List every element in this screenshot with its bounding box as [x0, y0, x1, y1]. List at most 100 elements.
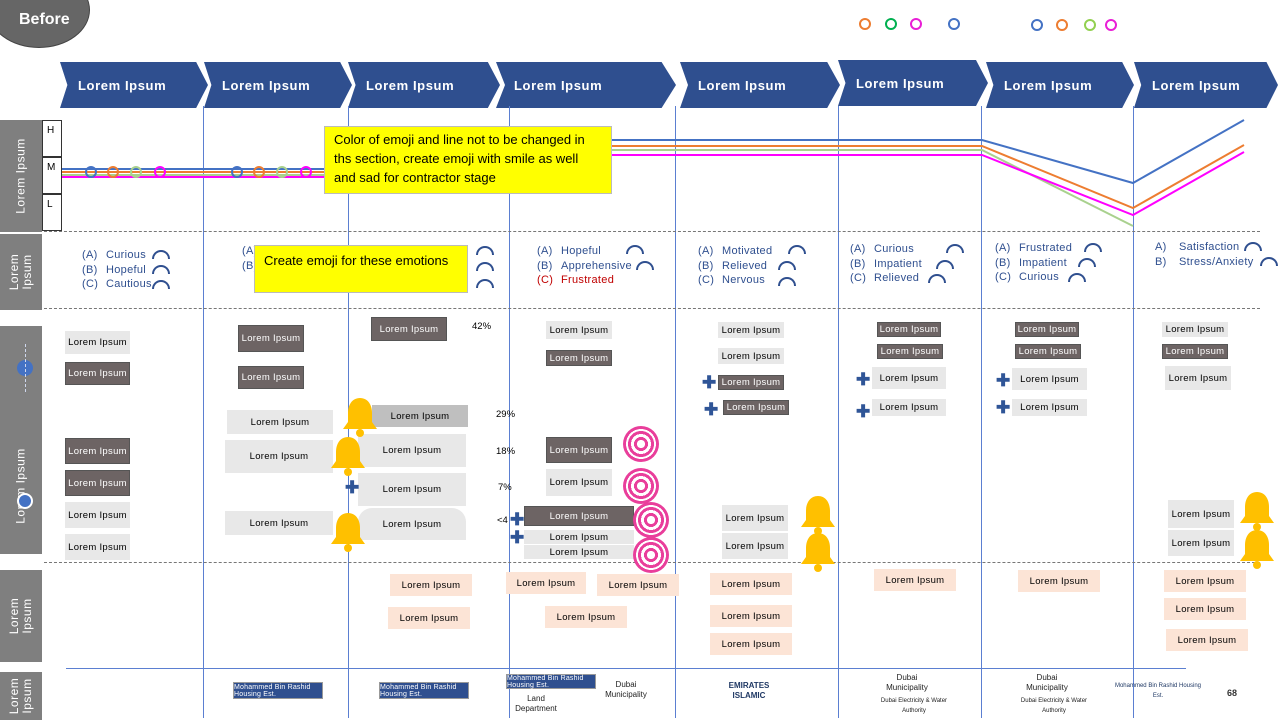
- add-icon: ✚: [345, 478, 360, 497]
- opportunity-box: Lorem Ipsum: [710, 605, 792, 627]
- touchpoint-box: Lorem Ipsum: [877, 322, 941, 337]
- gauge-icon: [928, 274, 946, 283]
- before-badge: Before: [0, 0, 90, 48]
- touchpoint-box: Lorem Ipsum: [371, 317, 447, 341]
- emotion-list-stage-4: (A)Hopeful (B)Apprehensive (C)Frustrated: [537, 245, 632, 286]
- touchpoint-box: Lorem Ipsum: [1012, 399, 1087, 416]
- column-divider: [981, 106, 982, 718]
- emotion-list-stage-1: (A)Curious (B)Hopeful (C)Cautious: [82, 249, 152, 290]
- touchpoint-box: Lorem Ipsum: [1015, 322, 1079, 337]
- bell-icon: [801, 533, 835, 572]
- add-icon: ✚: [996, 398, 1011, 417]
- happy-face-icon: [859, 18, 871, 30]
- stage-chevron: Lorem Ipsum: [1134, 62, 1278, 108]
- dubai-municipality-logo: Dubai Municipality: [886, 673, 928, 692]
- gauge-icon: [1078, 258, 1096, 267]
- touchpoint-box: Lorem Ipsum: [718, 322, 784, 338]
- side-label-opportunities: Lorem Ipsum: [0, 570, 42, 662]
- percent-label: <4: [497, 515, 508, 526]
- sad-face-icon: [253, 166, 265, 178]
- percent-label: 7%: [498, 482, 512, 493]
- footer-line: [66, 668, 1186, 669]
- gauge-icon: [936, 260, 954, 269]
- opportunity-box: Lorem Ipsum: [545, 606, 627, 628]
- touchpoint-box: Lorem Ipsum: [718, 348, 784, 364]
- happy-face-icon: [910, 18, 922, 30]
- percent-label: 42%: [472, 321, 492, 332]
- gauge-icon: [778, 277, 796, 286]
- row-separator: [44, 231, 1260, 232]
- bell-icon: [1240, 492, 1274, 531]
- column-divider: [675, 106, 676, 718]
- emotion-list-stage-7: (A)Frustrated (B)Impatient (C)Curious: [995, 242, 1073, 283]
- add-icon: ✚: [702, 373, 717, 392]
- touchpoint-box: Lorem Ipsum: [877, 344, 943, 359]
- bell-icon: [331, 437, 365, 476]
- touchpoint-box: Lorem Ipsum: [225, 511, 333, 535]
- gauge-icon: [636, 261, 654, 270]
- touchpoint-box: Lorem Ipsum: [238, 366, 304, 389]
- touchpoint-box: Lorem Ipsum: [723, 400, 789, 415]
- stage-chevron: Lorem Ipsum: [204, 62, 352, 108]
- timeline-dash: [25, 344, 26, 392]
- sad-face-icon: [276, 166, 288, 178]
- side-label-emotion-curve: Lorem Ipsum: [0, 120, 42, 232]
- add-icon: ✚: [856, 370, 871, 389]
- add-icon: ✚: [510, 528, 525, 547]
- touchpoint-box: Lorem Ipsum: [1168, 500, 1234, 528]
- opportunity-box: Lorem Ipsum: [1018, 570, 1100, 592]
- gauge-icon: [476, 262, 494, 271]
- touchpoint-box: Lorem Ipsum: [546, 437, 612, 463]
- bell-icon: [1240, 530, 1274, 569]
- sad-face-icon: [154, 166, 166, 178]
- add-icon: ✚: [704, 400, 719, 419]
- add-icon: ✚: [996, 371, 1011, 390]
- mbrhe-logo: Mohammed Bin Rashid Housing Est.: [1114, 683, 1202, 699]
- bell-icon: [343, 398, 377, 437]
- touchpoint-box: Lorem Ipsum: [722, 505, 788, 531]
- opportunity-box: Lorem Ipsum: [710, 573, 792, 595]
- opportunity-box: Lorem Ipsum: [506, 572, 586, 594]
- emotions-emoji-note: Create emoji for these emotions: [254, 245, 468, 293]
- mbrhe-logo: Mohammed Bin Rashid Housing Est.: [379, 682, 469, 699]
- tap-touch-icon: [623, 468, 659, 504]
- column-divider: [509, 106, 510, 718]
- gauge-icon: [778, 261, 796, 270]
- add-icon: ✚: [510, 510, 525, 529]
- touchpoint-box: Lorem Ipsum: [1015, 344, 1081, 359]
- touchpoint-box: Lorem Ipsum: [65, 331, 130, 354]
- sad-face-icon: [107, 166, 119, 178]
- level-medium: M: [42, 157, 62, 194]
- gauge-icon: [788, 245, 806, 254]
- touchpoint-box: Lorem Ipsum: [546, 469, 612, 496]
- touchpoint-box: Lorem Ipsum: [238, 325, 304, 352]
- touchpoint-box: Lorem Ipsum: [524, 506, 634, 526]
- gauge-icon: [946, 244, 964, 253]
- percent-label: 18%: [496, 446, 516, 457]
- emotion-list-stage-5: (A)Motivated (B)Relieved (C)Nervous: [698, 245, 773, 286]
- page-number: 68: [1227, 688, 1238, 698]
- percent-label: 29%: [496, 409, 516, 420]
- dewa-logo: Dubai Electricity & Water Authority: [880, 698, 948, 714]
- touchpoint-box: Lorem Ipsum: [872, 367, 946, 389]
- column-divider: [203, 106, 204, 718]
- tap-touch-icon: [633, 537, 669, 573]
- emotion-list-stage-2: (A) (B): [242, 245, 258, 272]
- row-separator: [44, 308, 1260, 309]
- sad-face-icon: [1031, 19, 1043, 31]
- dubai-municipality-logo: Dubai Municipality: [605, 680, 647, 699]
- level-low: L: [42, 194, 62, 231]
- before-label: Before: [19, 11, 70, 28]
- bell-icon: [801, 496, 835, 535]
- touchpoint-box: Lorem Ipsum: [524, 530, 634, 544]
- touchpoint-box: Lorem Ipsum: [358, 508, 466, 540]
- side-label-emotions: Lorem Ipsum: [0, 234, 42, 310]
- gauge-icon: [1084, 243, 1102, 252]
- touchpoint-box: Lorem Ipsum: [546, 350, 612, 366]
- add-icon: ✚: [856, 402, 871, 421]
- sad-face-icon: [1105, 19, 1117, 31]
- dubai-municipality-logo: Dubai Municipality: [1026, 673, 1068, 692]
- touchpoint-box: Lorem Ipsum: [225, 440, 333, 473]
- sad-face-icon: [231, 166, 243, 178]
